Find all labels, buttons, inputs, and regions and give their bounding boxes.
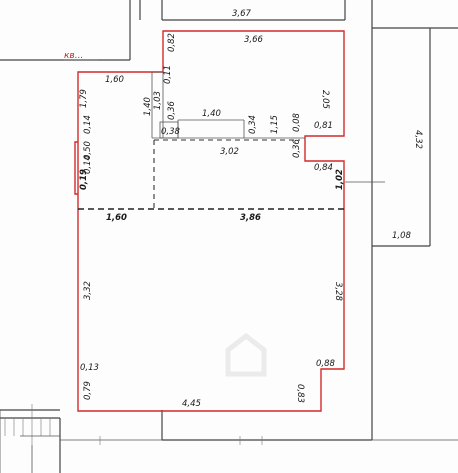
- dim-bottom-right-1: 0,88: [316, 359, 336, 369]
- dim-bottom-right-2: 0,83: [295, 384, 305, 403]
- dim-inner-niche: 1,40: [202, 109, 221, 119]
- dim-left-w3: 0,14: [83, 155, 93, 174]
- unit-outline: [74, 30, 345, 412]
- dim-left-top: 1,60: [105, 75, 124, 85]
- dim-mid-left: 1,60: [106, 213, 127, 223]
- watermark-logo: [225, 332, 267, 377]
- dim-mid-span: 3,02: [220, 147, 239, 157]
- dim-left-wall-1: 1,79: [79, 89, 89, 108]
- dim-small-1: 0,08: [292, 112, 302, 132]
- dim-niche-right: 1,15: [270, 115, 280, 134]
- dim-right-main: 3,28: [333, 282, 343, 302]
- dim-right-outer: 4,32: [413, 130, 423, 149]
- dim-left-main: 3,32: [83, 281, 93, 300]
- dim-niche-depth: 0,34: [248, 115, 258, 134]
- dim-col-c: 0,36: [167, 100, 177, 120]
- internal-partitions: [151, 71, 305, 139]
- dim-small-2: 0,36: [292, 138, 302, 158]
- dim-col-b: 1,03: [153, 91, 163, 110]
- dimension-labels: 3,67 3,66 0,82 2,05 0,81 4,32 1,08 1,60 …: [79, 9, 423, 409]
- dim-bottom: 4,45: [182, 399, 201, 409]
- dim-room-top-left: 0,82: [167, 33, 177, 52]
- dim-notch-step: 0,81: [314, 121, 333, 131]
- dim-left-w1: 0,14: [83, 115, 93, 134]
- dim-right-step: 0,84: [314, 163, 333, 173]
- dim-left-w2: 0,50: [83, 141, 93, 160]
- dim-top-room: 3,66: [244, 35, 264, 45]
- dim-col-d: 0,38: [161, 127, 181, 137]
- dim-bottom-left-2: 0,79: [83, 381, 93, 400]
- dim-top-outer: 3,67: [232, 9, 252, 19]
- unit-label: кв...: [64, 51, 83, 61]
- dim-right-outer-width: 1,08: [392, 231, 412, 241]
- dim-mid-right: 3,86: [240, 213, 261, 223]
- dim-ledge: 0,11: [163, 65, 173, 84]
- dim-bottom-left-1: 0,13: [80, 363, 99, 373]
- dim-left-w4: 0,19: [79, 169, 89, 190]
- dim-room-right-upper: 2,05: [320, 90, 330, 109]
- dim-right-step-h: 1,02: [335, 169, 345, 190]
- dim-col-a: 1,40: [143, 97, 153, 116]
